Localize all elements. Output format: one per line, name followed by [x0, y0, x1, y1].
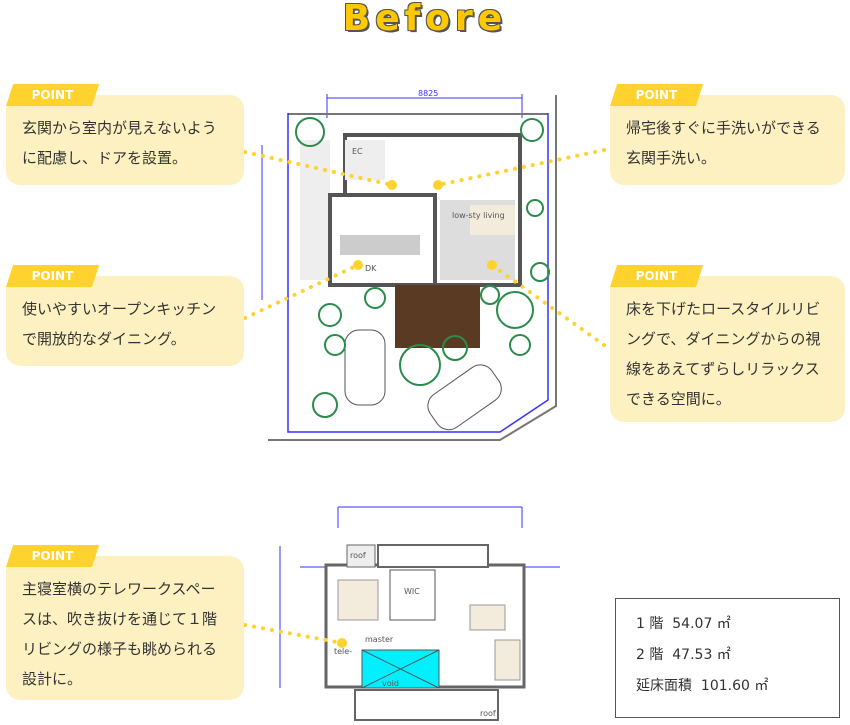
child-room-desk — [469, 604, 506, 631]
wood-deck — [395, 285, 480, 348]
point-card-living: POINT 床を下げたロースタイルリビングで、ダイニングからの視線をあえてずらし… — [610, 265, 845, 422]
f2-value: 47.53 ㎡ — [672, 647, 731, 663]
floor-plan-1f: 8825 EC low-sty living DK — [261, 89, 557, 441]
kitchen-counter — [340, 235, 420, 255]
floor-plan-2f: roof WIC master tele- void roof — [279, 506, 560, 721]
room-label-tele: tele- — [334, 647, 352, 656]
room-label-roof-bottom: roof — [480, 709, 496, 718]
site-boundary — [287, 113, 549, 433]
total-row: 延床面積 101.60 ㎡ — [636, 675, 839, 706]
parked-cars — [344, 329, 502, 431]
point-tag-badge: POINT — [6, 545, 99, 567]
page-title: Before — [342, 0, 508, 39]
point-card-kitchen: POINT 使いやすいオープンキッチンで開放的なダイニング。 — [6, 265, 244, 366]
room-label-dk: DK — [365, 264, 377, 273]
point-text: 床を下げたロースタイルリビングで、ダイニングからの視線をあえてずらしリラックスで… — [626, 300, 821, 408]
room-label-roof: roof — [350, 551, 366, 560]
point-tag: POINT — [31, 269, 74, 283]
room-label-wic: WIC — [404, 587, 420, 596]
f1-value: 54.07 ㎡ — [672, 616, 731, 632]
point-card-handwash: POINT 帰宅後すぐに手洗いができる玄関手洗い。 — [610, 84, 845, 185]
point-text: 使いやすいオープンキッチンで開放的なダイニング。 — [22, 300, 217, 348]
room-label-master: master — [365, 635, 394, 644]
point-tag-badge: POINT — [6, 84, 99, 106]
point-tag-badge: POINT — [6, 265, 99, 287]
point-text: 主寝室横のテレワークスペースは、吹き抜けを通じて１階リビングの様子も眺められる設… — [22, 580, 218, 688]
point-tag: POINT — [635, 269, 678, 283]
staircase — [377, 544, 489, 568]
child-room-bed — [494, 639, 521, 681]
point-card-telework: POINT 主寝室横のテレワークスペースは、吹き抜けを通じて１階リビングの様子も… — [6, 545, 244, 700]
dimension-label: 8825 — [418, 89, 438, 98]
f2-row: 2 階 47.53 ㎡ — [636, 644, 839, 675]
leader-dots — [243, 148, 606, 648]
f1-label: 1 階 — [636, 616, 664, 632]
floor-area-box: 1 階 54.07 ㎡ 2 階 47.53 ㎡ 延床面積 101.60 ㎡ — [615, 598, 840, 718]
point-text: 帰宅後すぐに手洗いができる玄関手洗い。 — [626, 119, 821, 167]
point-tag-badge: POINT — [610, 265, 703, 287]
room-label-living: low-sty living — [452, 211, 505, 220]
garden-trees — [295, 117, 550, 418]
point-tag-badge: POINT — [610, 84, 703, 106]
point-tag: POINT — [635, 88, 678, 102]
f2-label: 2 階 — [636, 647, 664, 663]
point-card-entrance: POINT 玄関から室内が見えないように配慮し、ドアを設置。 — [6, 84, 244, 185]
f1-row: 1 階 54.07 ㎡ — [636, 613, 839, 644]
master-bed — [337, 579, 379, 621]
point-tag: POINT — [31, 88, 74, 102]
total-value: 101.60 ㎡ — [700, 678, 769, 694]
room-label-void: void — [382, 679, 399, 688]
total-label: 延床面積 — [636, 678, 692, 694]
point-text: 玄関から室内が見えないように配慮し、ドアを設置。 — [22, 119, 217, 167]
point-tag: POINT — [31, 549, 74, 563]
room-label-ec: EC — [352, 147, 363, 156]
